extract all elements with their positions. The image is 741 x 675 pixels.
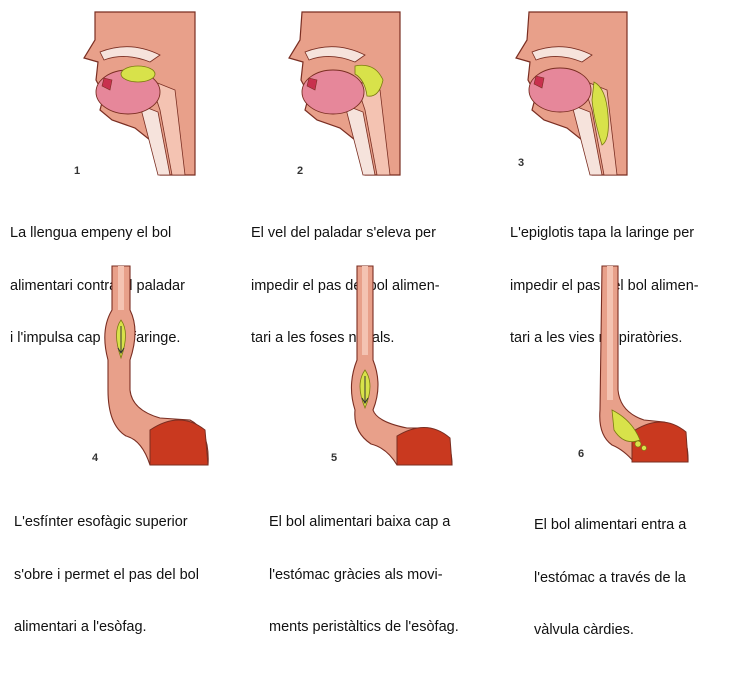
head-illustration-3 [494,0,741,180]
step-number: 2 [297,165,303,177]
caption-line: s'obre i permet el pas del bol [14,567,199,585]
esophagus-illustration-4 [0,260,247,470]
step-4-panel: 4 L'esfínter esofàgic superior s'obre i … [0,260,247,537]
step-caption: El bol alimentari entra a l'estómac a tr… [534,482,686,675]
step-number: 5 [331,452,337,464]
caption-line: El vel del paladar s'eleva per [251,225,440,243]
caption-line: L'epiglotis tapa la laringe per [510,225,699,243]
stomach [397,427,452,465]
head-illustration-1 [0,0,247,180]
caption-line: vàlvula càrdies. [534,622,686,640]
tongue [529,68,591,112]
tongue [302,70,364,114]
caption-line: ments peristàltics de l'esòfag. [269,619,459,637]
esophagus-illustration-5 [247,260,494,470]
step-number: 3 [518,157,524,169]
caption-line: La llengua empeny el bol [10,225,185,243]
esophagus-illustration-6 [494,260,741,470]
head-illustration-2 [247,0,494,180]
caption-line: El bol alimentari baixa cap a [269,514,459,532]
food-bolus [121,66,155,82]
step-1-panel: 1 La llengua empeny el bol alimentari co… [0,0,247,260]
step-caption: El bol alimentari baixa cap a l'estómac … [269,479,459,672]
step-number: 4 [92,452,98,464]
step-3-panel: 3 L'epiglotis tapa la laringe per impedi… [494,0,741,260]
caption-line: l'estómac a través de la [534,570,686,588]
caption-line: alimentari a l'esòfag. [14,619,199,637]
caption-line: El bol alimentari entra a [534,517,686,535]
step-number: 6 [578,448,584,460]
step-caption: L'esfínter esofàgic superior s'obre i pe… [14,479,199,672]
caption-line: l'estómac gràcies als movi- [269,567,459,585]
step-2-panel: 2 El vel del paladar s'eleva per impedir… [247,0,494,260]
stomach [150,420,208,465]
step-6-panel: 6 El bol alimentari entra a l'estómac a … [494,260,741,537]
caption-line: L'esfínter esofàgic superior [14,514,199,532]
step-5-panel: 5 El bol alimentari baixa cap a l'estóma… [247,260,494,537]
step-number: 1 [74,165,80,177]
